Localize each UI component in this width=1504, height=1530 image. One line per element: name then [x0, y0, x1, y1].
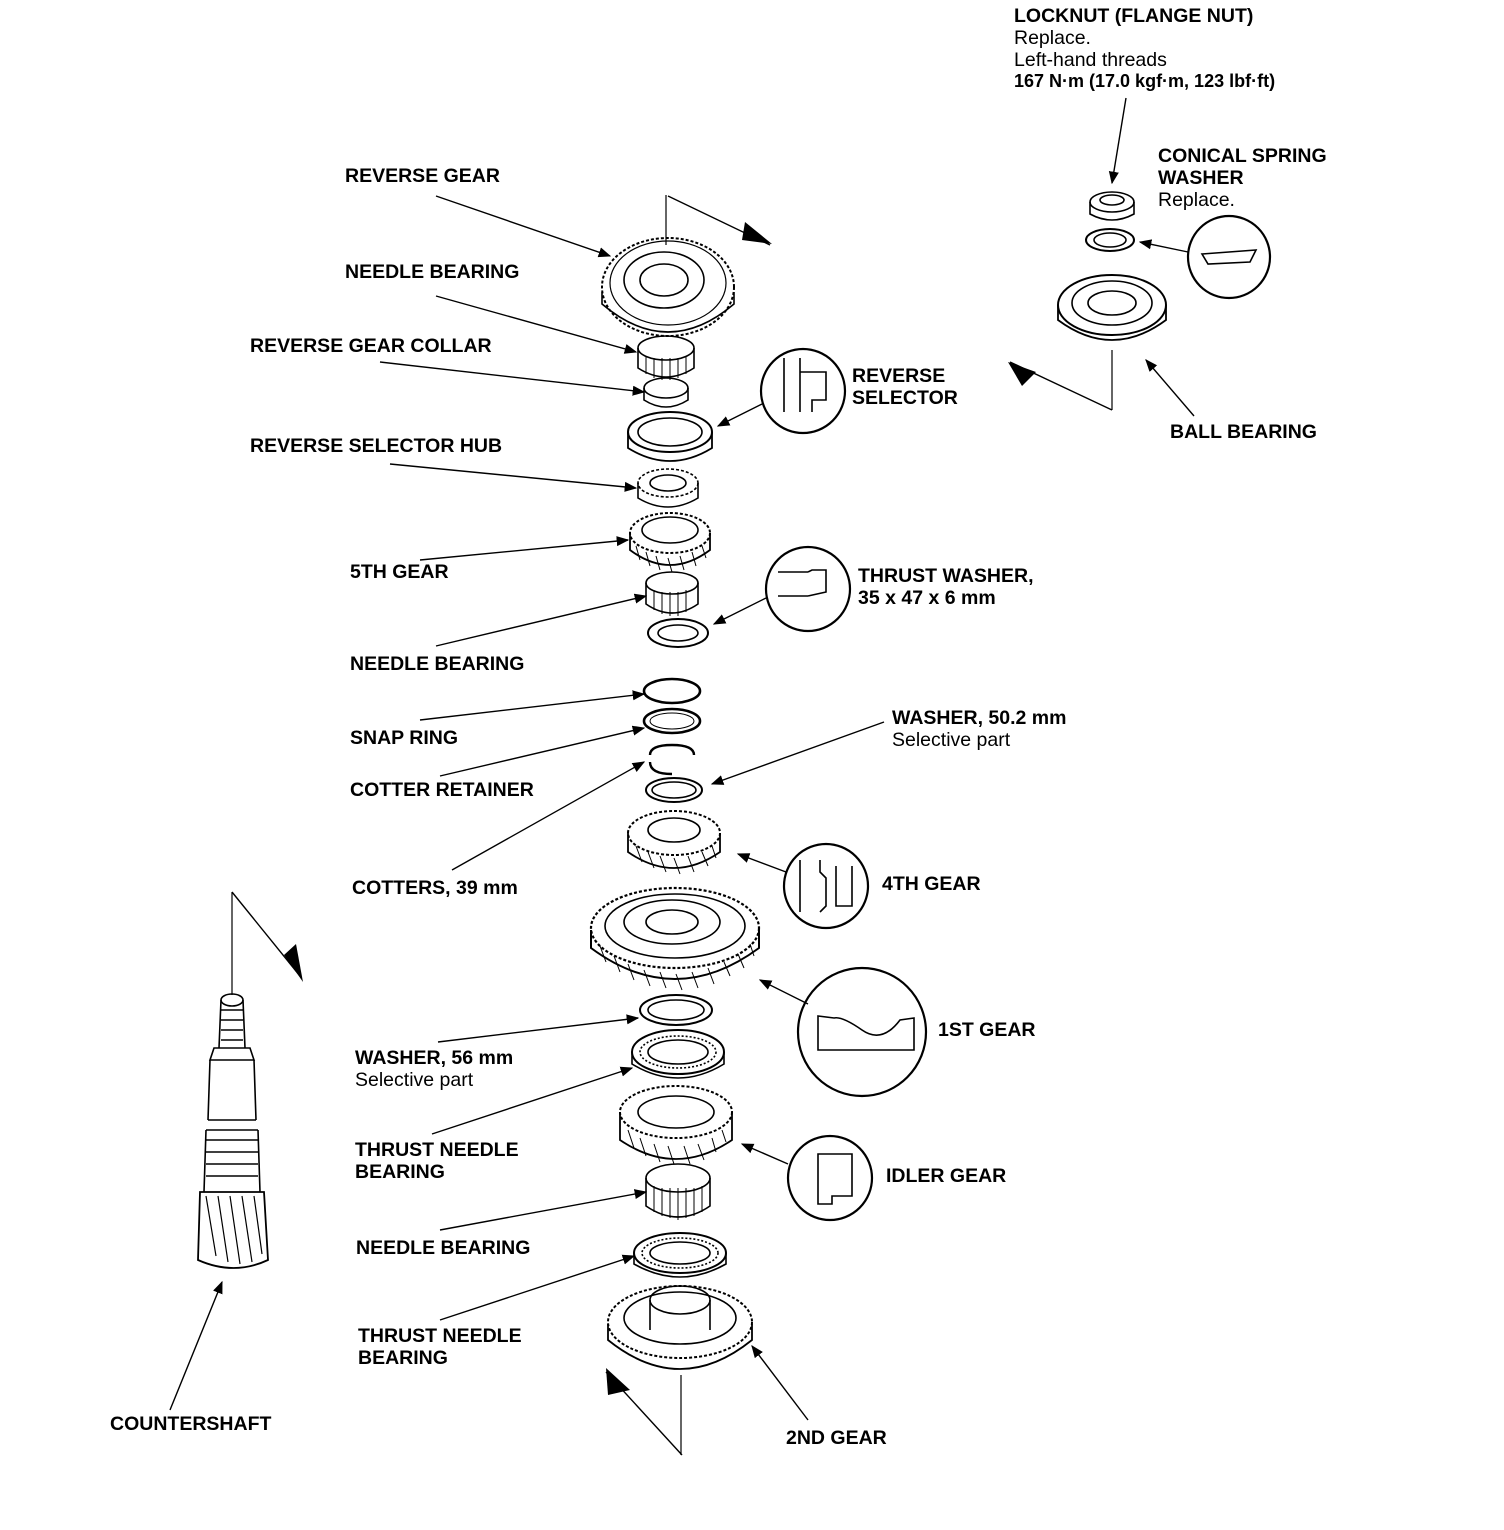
conical-washer-title-1: CONICAL SPRING — [1158, 145, 1327, 167]
direction-arrowhead-right — [1008, 362, 1036, 386]
fourth-gear-part — [627, 810, 721, 875]
conical-spring-washer-part — [1085, 228, 1135, 252]
idler-gear-part — [619, 1085, 733, 1165]
cotters-part — [648, 743, 696, 776]
countershaft-part — [197, 993, 269, 1269]
thrust-needle-bearing-1-label-2: BEARING — [355, 1160, 445, 1183]
thrust-washer-label-1: THRUST WASHER, — [858, 565, 1034, 587]
fifth-gear-label: 5TH GEAR — [350, 561, 449, 583]
thrust-washer-label-2: 35 x 47 x 6 mm — [858, 586, 996, 609]
direction-arrowhead-bottom — [606, 1368, 630, 1395]
locknut-title: LOCKNUT (FLANGE NUT) — [1014, 5, 1254, 27]
fourth-gear-detail-circle — [782, 842, 870, 930]
snap-ring-label: SNAP RING — [350, 727, 458, 749]
locknut-callout: LOCKNUT (FLANGE NUT) Replace. Left-hand … — [1014, 5, 1276, 92]
second-gear-part — [607, 1285, 753, 1370]
second-gear-label: 2ND GEAR — [786, 1427, 887, 1449]
cotters-label: COTTERS, 39 mm — [352, 877, 518, 899]
thrust-washer-callout: THRUST WASHER, 35 x 47 x 6 mm — [858, 565, 1034, 610]
reverse-gear-collar-label: REVERSE GEAR COLLAR — [250, 335, 492, 357]
direction-arrowhead-countershaft — [284, 944, 303, 982]
washer-502-part — [645, 777, 703, 803]
conical-washer-replace-note: Replace. — [1158, 188, 1235, 211]
washer-502-note: Selective part — [892, 728, 1011, 751]
needle-bearing-mid-part — [645, 571, 699, 616]
conical-washer-detail-circle — [1186, 214, 1272, 300]
thrust-needle-bearing-2-callout: THRUST NEEDLE BEARING — [358, 1325, 522, 1370]
reverse-selector-callout: REVERSE SELECTOR — [852, 365, 958, 410]
ball-bearing-label: BALL BEARING — [1170, 421, 1317, 443]
thrust-washer-detail-circle — [764, 545, 852, 633]
locknut-torque-spec: 167 N·m (17.0 kgf·m, 123 lbf·ft) — [1014, 71, 1276, 92]
needle-bearing-low-label: NEEDLE BEARING — [356, 1237, 531, 1259]
needle-bearing-mid-label: NEEDLE BEARING — [350, 653, 525, 675]
washer-502-callout: WASHER, 50.2 mm Selective part — [892, 707, 1067, 752]
washer-56-note: Selective part — [355, 1068, 474, 1091]
fourth-gear-label: 4TH GEAR — [882, 873, 981, 895]
cotter-retainer-part — [642, 707, 702, 735]
thrust-needle-bearing-2-label-2: BEARING — [358, 1346, 448, 1369]
conical-washer-callout: CONICAL SPRING WASHER Replace. — [1158, 145, 1327, 211]
reverse-selector-label-2: SELECTOR — [852, 386, 958, 409]
thrust-needle-bearing-1-label-1: THRUST NEEDLE — [355, 1139, 519, 1161]
leader-lines — [169, 97, 1195, 1421]
snap-ring-part — [642, 677, 702, 705]
ball-bearing-part — [1057, 274, 1167, 341]
direction-arrowhead-top — [742, 222, 772, 244]
cotter-retainer-label: COTTER RETAINER — [350, 779, 534, 801]
locknut-part — [1089, 191, 1135, 221]
needle-bearing-low-part — [645, 1163, 711, 1220]
idler-gear-label: IDLER GEAR — [886, 1165, 1007, 1187]
needle-bearing-top-label: NEEDLE BEARING — [345, 261, 520, 283]
first-gear-part — [589, 886, 761, 991]
first-gear-detail-circle — [796, 966, 928, 1098]
washer-502-label: WASHER, 50.2 mm — [892, 707, 1067, 729]
thrust-needle-bearing-2-part — [633, 1232, 727, 1278]
reverse-selector-part — [627, 411, 713, 462]
washer-56-part — [639, 994, 713, 1026]
conical-washer-title-2: WASHER — [1158, 166, 1244, 189]
reverse-gear-part — [601, 237, 735, 337]
countershaft-label: COUNTERSHAFT — [110, 1413, 272, 1435]
reverse-gear-collar-part — [643, 377, 689, 408]
washer-56-label: WASHER, 56 mm — [355, 1047, 514, 1069]
locknut-replace-note: Replace. — [1014, 26, 1091, 49]
thrust-needle-bearing-1-part — [631, 1029, 725, 1079]
reverse-selector-label-1: REVERSE — [852, 365, 946, 387]
locknut-threads-note: Left-hand threads — [1014, 48, 1167, 71]
reverse-selector-hub-part — [637, 468, 699, 508]
thrust-needle-bearing-2-label-1: THRUST NEEDLE — [358, 1325, 522, 1347]
needle-bearing-top-part — [637, 335, 695, 380]
fifth-gear-part — [629, 512, 711, 573]
thrust-needle-bearing-1-callout: THRUST NEEDLE BEARING — [355, 1139, 519, 1184]
washer-56-callout: WASHER, 56 mm Selective part — [355, 1047, 514, 1092]
thrust-washer-part — [647, 618, 709, 648]
first-gear-label: 1ST GEAR — [938, 1019, 1036, 1041]
reverse-gear-label: REVERSE GEAR — [345, 165, 500, 187]
reverse-selector-hub-label: REVERSE SELECTOR HUB — [250, 435, 503, 457]
idler-gear-detail-circle — [786, 1134, 874, 1222]
reverse-selector-detail-circle — [759, 347, 847, 435]
